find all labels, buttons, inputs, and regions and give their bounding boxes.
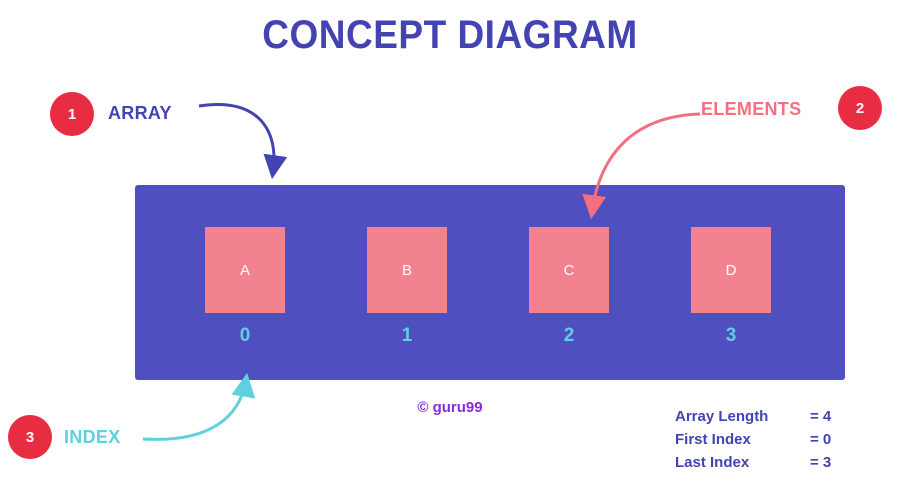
callout-badge-array: 1	[50, 92, 94, 136]
array-cell: C 2	[529, 227, 609, 347]
stat-label: Array Length	[675, 408, 769, 425]
array-cell: A 0	[205, 227, 285, 347]
index-label: 0	[239, 325, 251, 346]
array-label: ARRAY	[108, 103, 172, 123]
stat-label: First Index	[675, 431, 751, 448]
index-label: 2	[563, 325, 575, 346]
element-box: D	[691, 227, 771, 313]
stat-value: = 4	[810, 408, 832, 425]
stat-row: Array Length = 4	[675, 405, 831, 428]
copyright-text: © guru99	[417, 399, 483, 416]
callout-badge-index: 3	[8, 415, 52, 459]
page-title: CONCEPT DIAGRAM	[262, 12, 638, 57]
stats-panel: Array Length = 4 First Index = 0 Last In…	[675, 405, 831, 474]
callout-badge-elements: 2	[838, 86, 882, 130]
array-cell: B 1	[367, 227, 447, 347]
stat-value: = 0	[810, 431, 832, 448]
element-box: A	[205, 227, 285, 313]
stat-label: Last Index	[675, 454, 750, 471]
array-container: A 0 B 1 C 2 D 3	[135, 185, 845, 380]
index-label: 3	[725, 325, 737, 346]
stat-value: = 3	[810, 454, 832, 471]
stat-row: Last Index = 3	[675, 451, 831, 474]
index-label: 1	[401, 325, 413, 346]
element-box: C	[529, 227, 609, 313]
element-box: B	[367, 227, 447, 313]
stat-row: First Index = 0	[675, 428, 831, 451]
array-cell: D 3	[691, 227, 771, 347]
array-arrow	[198, 103, 288, 180]
elements-label: ELEMENTS	[701, 99, 802, 119]
index-label-callout: INDEX	[64, 427, 121, 447]
